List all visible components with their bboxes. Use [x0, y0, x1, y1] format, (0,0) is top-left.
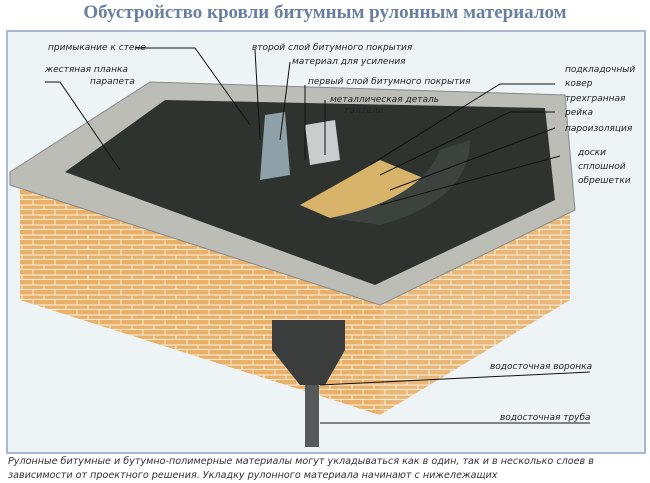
label-boards-3: обрешетки: [578, 176, 631, 186]
metal-part: [305, 120, 340, 165]
gutter-funnel: [272, 320, 345, 385]
reinforcement-sheets: [260, 112, 290, 180]
label-reinforcement: материал для усиления: [292, 57, 406, 67]
label-pipe: водосточная труба: [500, 413, 591, 423]
label-metal-part-2: галтели: [345, 106, 384, 116]
label-boards-1: доски: [577, 148, 606, 158]
roof-membrane: [65, 100, 555, 285]
label-underlay-2: ковер: [565, 79, 593, 89]
label-boards-2: сплошной: [578, 162, 626, 172]
label-triangle-2: рейка: [564, 108, 593, 118]
label-triangle-1: трехгранная: [565, 94, 626, 104]
label-parapet-strip-1: жестяная планка: [44, 65, 128, 75]
label-first-layer: первый слой битумного покрытия: [308, 77, 471, 87]
label-wall-junction: примыкание к стене: [48, 43, 146, 53]
caption-text: Рулонные битумные и бутумно-полимерные м…: [8, 456, 594, 481]
membrane-cut: [330, 140, 470, 225]
downpipe: [305, 385, 319, 447]
label-funnel: водосточная воронка: [490, 362, 592, 372]
label-underlay-1: подкладочный: [565, 65, 635, 75]
label-parapet-strip-2: парапета: [90, 77, 135, 87]
right-wall: [380, 205, 570, 415]
label-second-layer: второй слой битумного покрытия: [252, 43, 413, 53]
page-title: Обустройство кровли битумным рулонным ма…: [83, 2, 567, 23]
label-vapor: пароизоляция: [565, 124, 633, 134]
label-metal-part-1: металлическая деталь: [330, 95, 439, 105]
